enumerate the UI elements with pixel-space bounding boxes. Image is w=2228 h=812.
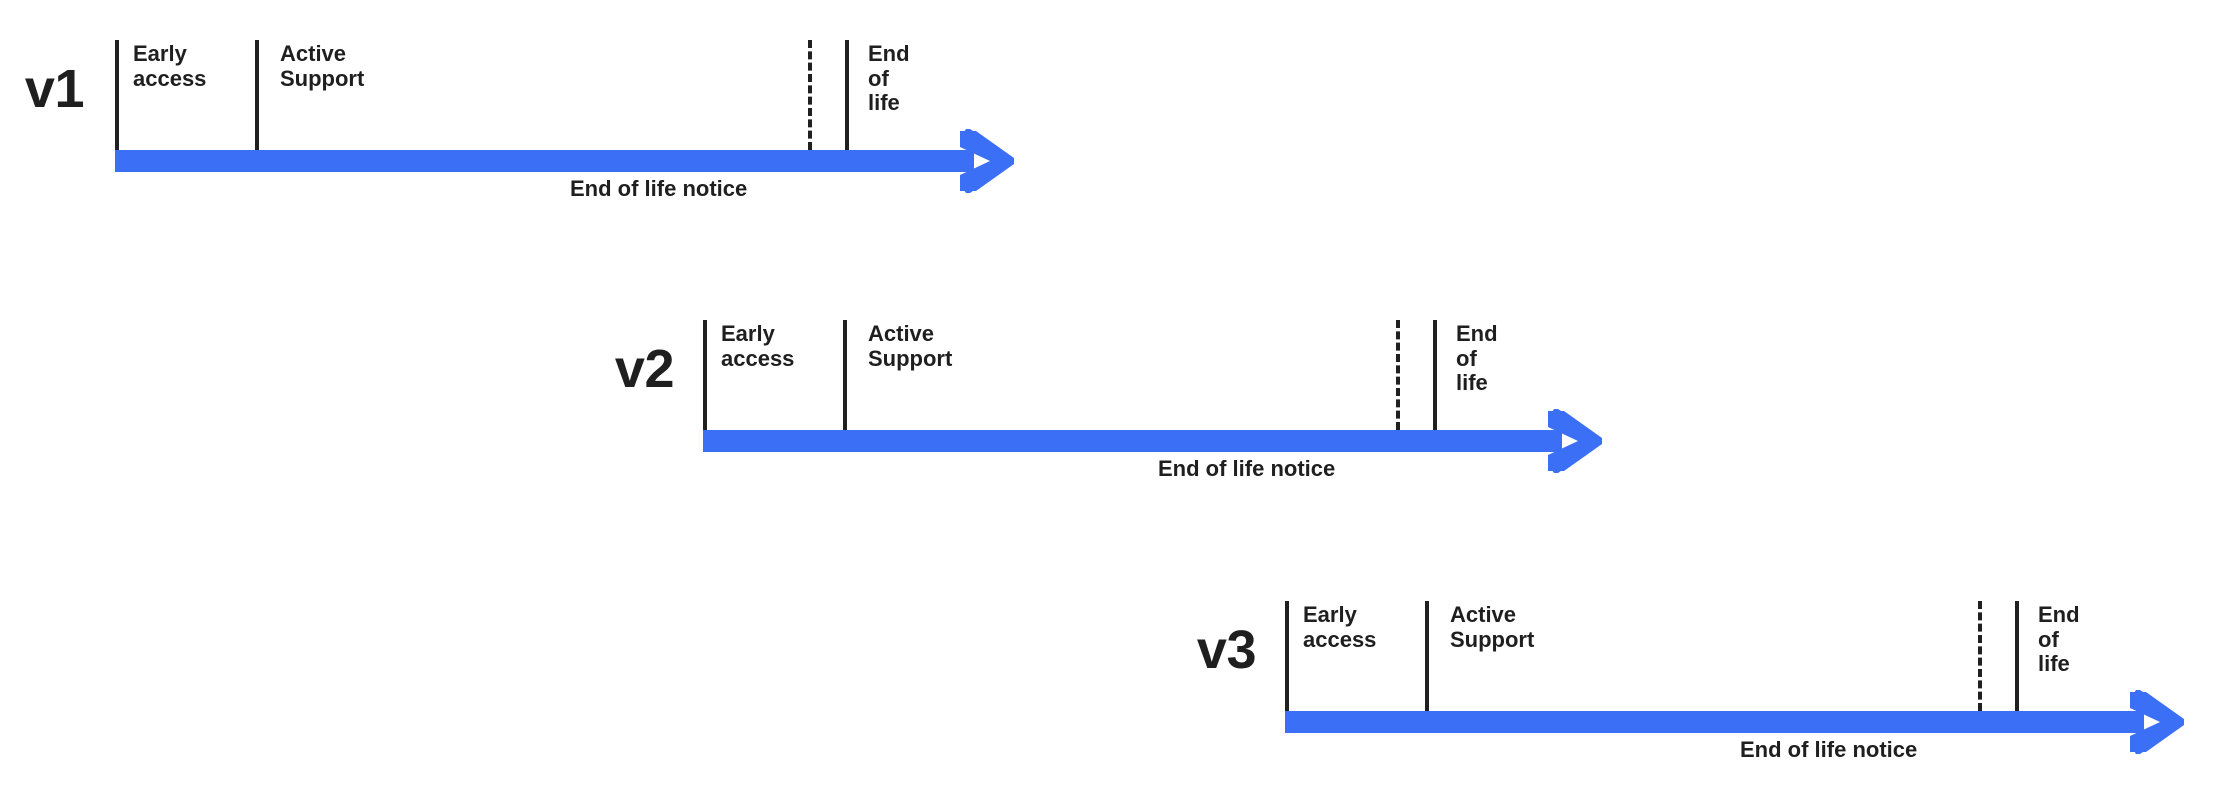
end-of-life-notice-label-v2: End of life notice bbox=[1158, 456, 1336, 481]
version-label-v1: v1 bbox=[24, 59, 85, 119]
phase-label-early-access-v2: Early access bbox=[721, 321, 795, 371]
phase-label-active-support-v3: Active Support bbox=[1450, 602, 1535, 652]
divider-start-v2 bbox=[703, 320, 707, 430]
divider-eol-notice-v1 bbox=[808, 40, 812, 150]
phase-label-active-support-v1: Active Support bbox=[280, 41, 365, 91]
divider-eol-notice-v3 bbox=[1978, 601, 1982, 711]
divider-start-v3 bbox=[1285, 601, 1289, 711]
divider-start-v1 bbox=[115, 40, 119, 150]
divider-active-support-v1 bbox=[255, 40, 259, 150]
lifecycle-bar-v2 bbox=[703, 430, 1562, 452]
phase-label-early-access-v3: Early access bbox=[1303, 602, 1377, 652]
end-of-life-notice-label-v3: End of life notice bbox=[1740, 737, 1918, 762]
version-label-v3: v3 bbox=[1196, 620, 1257, 680]
divider-active-support-v3 bbox=[1425, 601, 1429, 711]
lifecycle-bar-v3 bbox=[1285, 711, 2144, 733]
phase-label-end-of-life-v1: End of life bbox=[868, 41, 910, 116]
divider-eol-notice-v2 bbox=[1396, 320, 1400, 430]
phase-label-early-access-v1: Early access bbox=[133, 41, 207, 91]
end-of-life-notice-label-v1: End of life notice bbox=[570, 176, 748, 201]
divider-end-of-life-v3 bbox=[2015, 601, 2019, 711]
phase-label-active-support-v2: Active Support bbox=[868, 321, 953, 371]
phase-label-end-of-life-v3: End of life bbox=[2038, 602, 2080, 677]
divider-end-of-life-v1 bbox=[845, 40, 849, 150]
divider-active-support-v2 bbox=[843, 320, 847, 430]
version-label-v2: v2 bbox=[614, 339, 675, 399]
lifecycle-bar-v1 bbox=[115, 150, 974, 172]
phase-label-end-of-life-v2: End of life bbox=[1456, 321, 1498, 396]
divider-end-of-life-v2 bbox=[1433, 320, 1437, 430]
